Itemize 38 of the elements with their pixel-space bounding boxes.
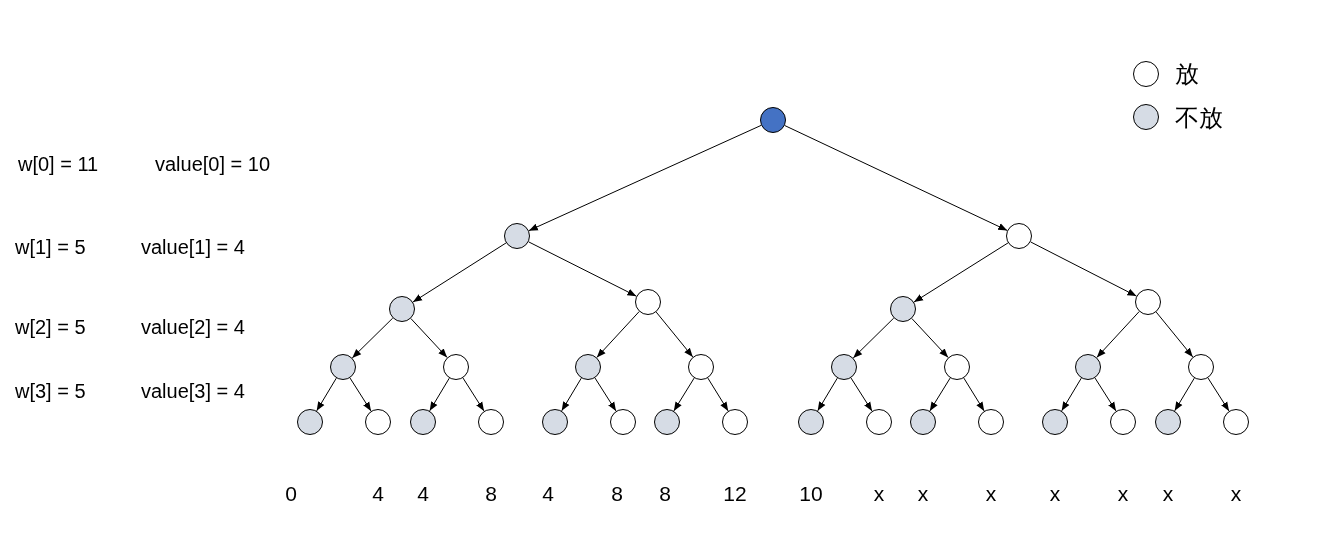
- leaf-value: 0: [284, 483, 298, 504]
- leaf-value: 8: [484, 483, 498, 504]
- leaf-value: x: [916, 483, 930, 504]
- legend-label: 放: [1175, 62, 1199, 86]
- weight-value-label: value[2] = 4: [141, 317, 245, 337]
- arrow: [1096, 311, 1140, 358]
- leaf-value: 4: [416, 483, 430, 504]
- arrow: [528, 124, 762, 232]
- arrow: [1030, 241, 1137, 297]
- arrow: [528, 241, 637, 297]
- legend-label: 不放: [1175, 106, 1223, 130]
- weight-value-label: w[3] = 5: [15, 381, 86, 401]
- leaf-value: 10: [798, 483, 824, 504]
- leaf-value: x: [1116, 483, 1130, 504]
- weight-value-label: w[2] = 5: [15, 317, 86, 337]
- weight-value-label: value[0] = 10: [155, 154, 271, 174]
- leaf-value: 4: [371, 483, 385, 504]
- leaf-value: x: [1048, 483, 1062, 504]
- leaf-value: x: [872, 483, 886, 504]
- arrow: [596, 311, 640, 358]
- leaf-value: x: [1229, 483, 1243, 504]
- arrow: [852, 317, 895, 359]
- arrow: [911, 318, 949, 358]
- arrow: [351, 317, 394, 359]
- leaf-value: 12: [722, 483, 748, 504]
- leaf-value: 8: [658, 483, 672, 504]
- weight-value-label: w[1] = 5: [15, 237, 86, 257]
- weight-value-label: value[3] = 4: [141, 381, 245, 401]
- leaf-value: 8: [610, 483, 624, 504]
- weight-value-label: value[1] = 4: [141, 237, 245, 257]
- arrow: [655, 311, 694, 358]
- arrow: [410, 318, 448, 358]
- arrow: [1155, 311, 1194, 358]
- leaf-value: x: [984, 483, 998, 504]
- leaf-value: x: [1161, 483, 1175, 504]
- weight-value-label: w[0] = 11: [18, 154, 99, 174]
- arrow: [784, 125, 1008, 231]
- leaf-value: 4: [541, 483, 555, 504]
